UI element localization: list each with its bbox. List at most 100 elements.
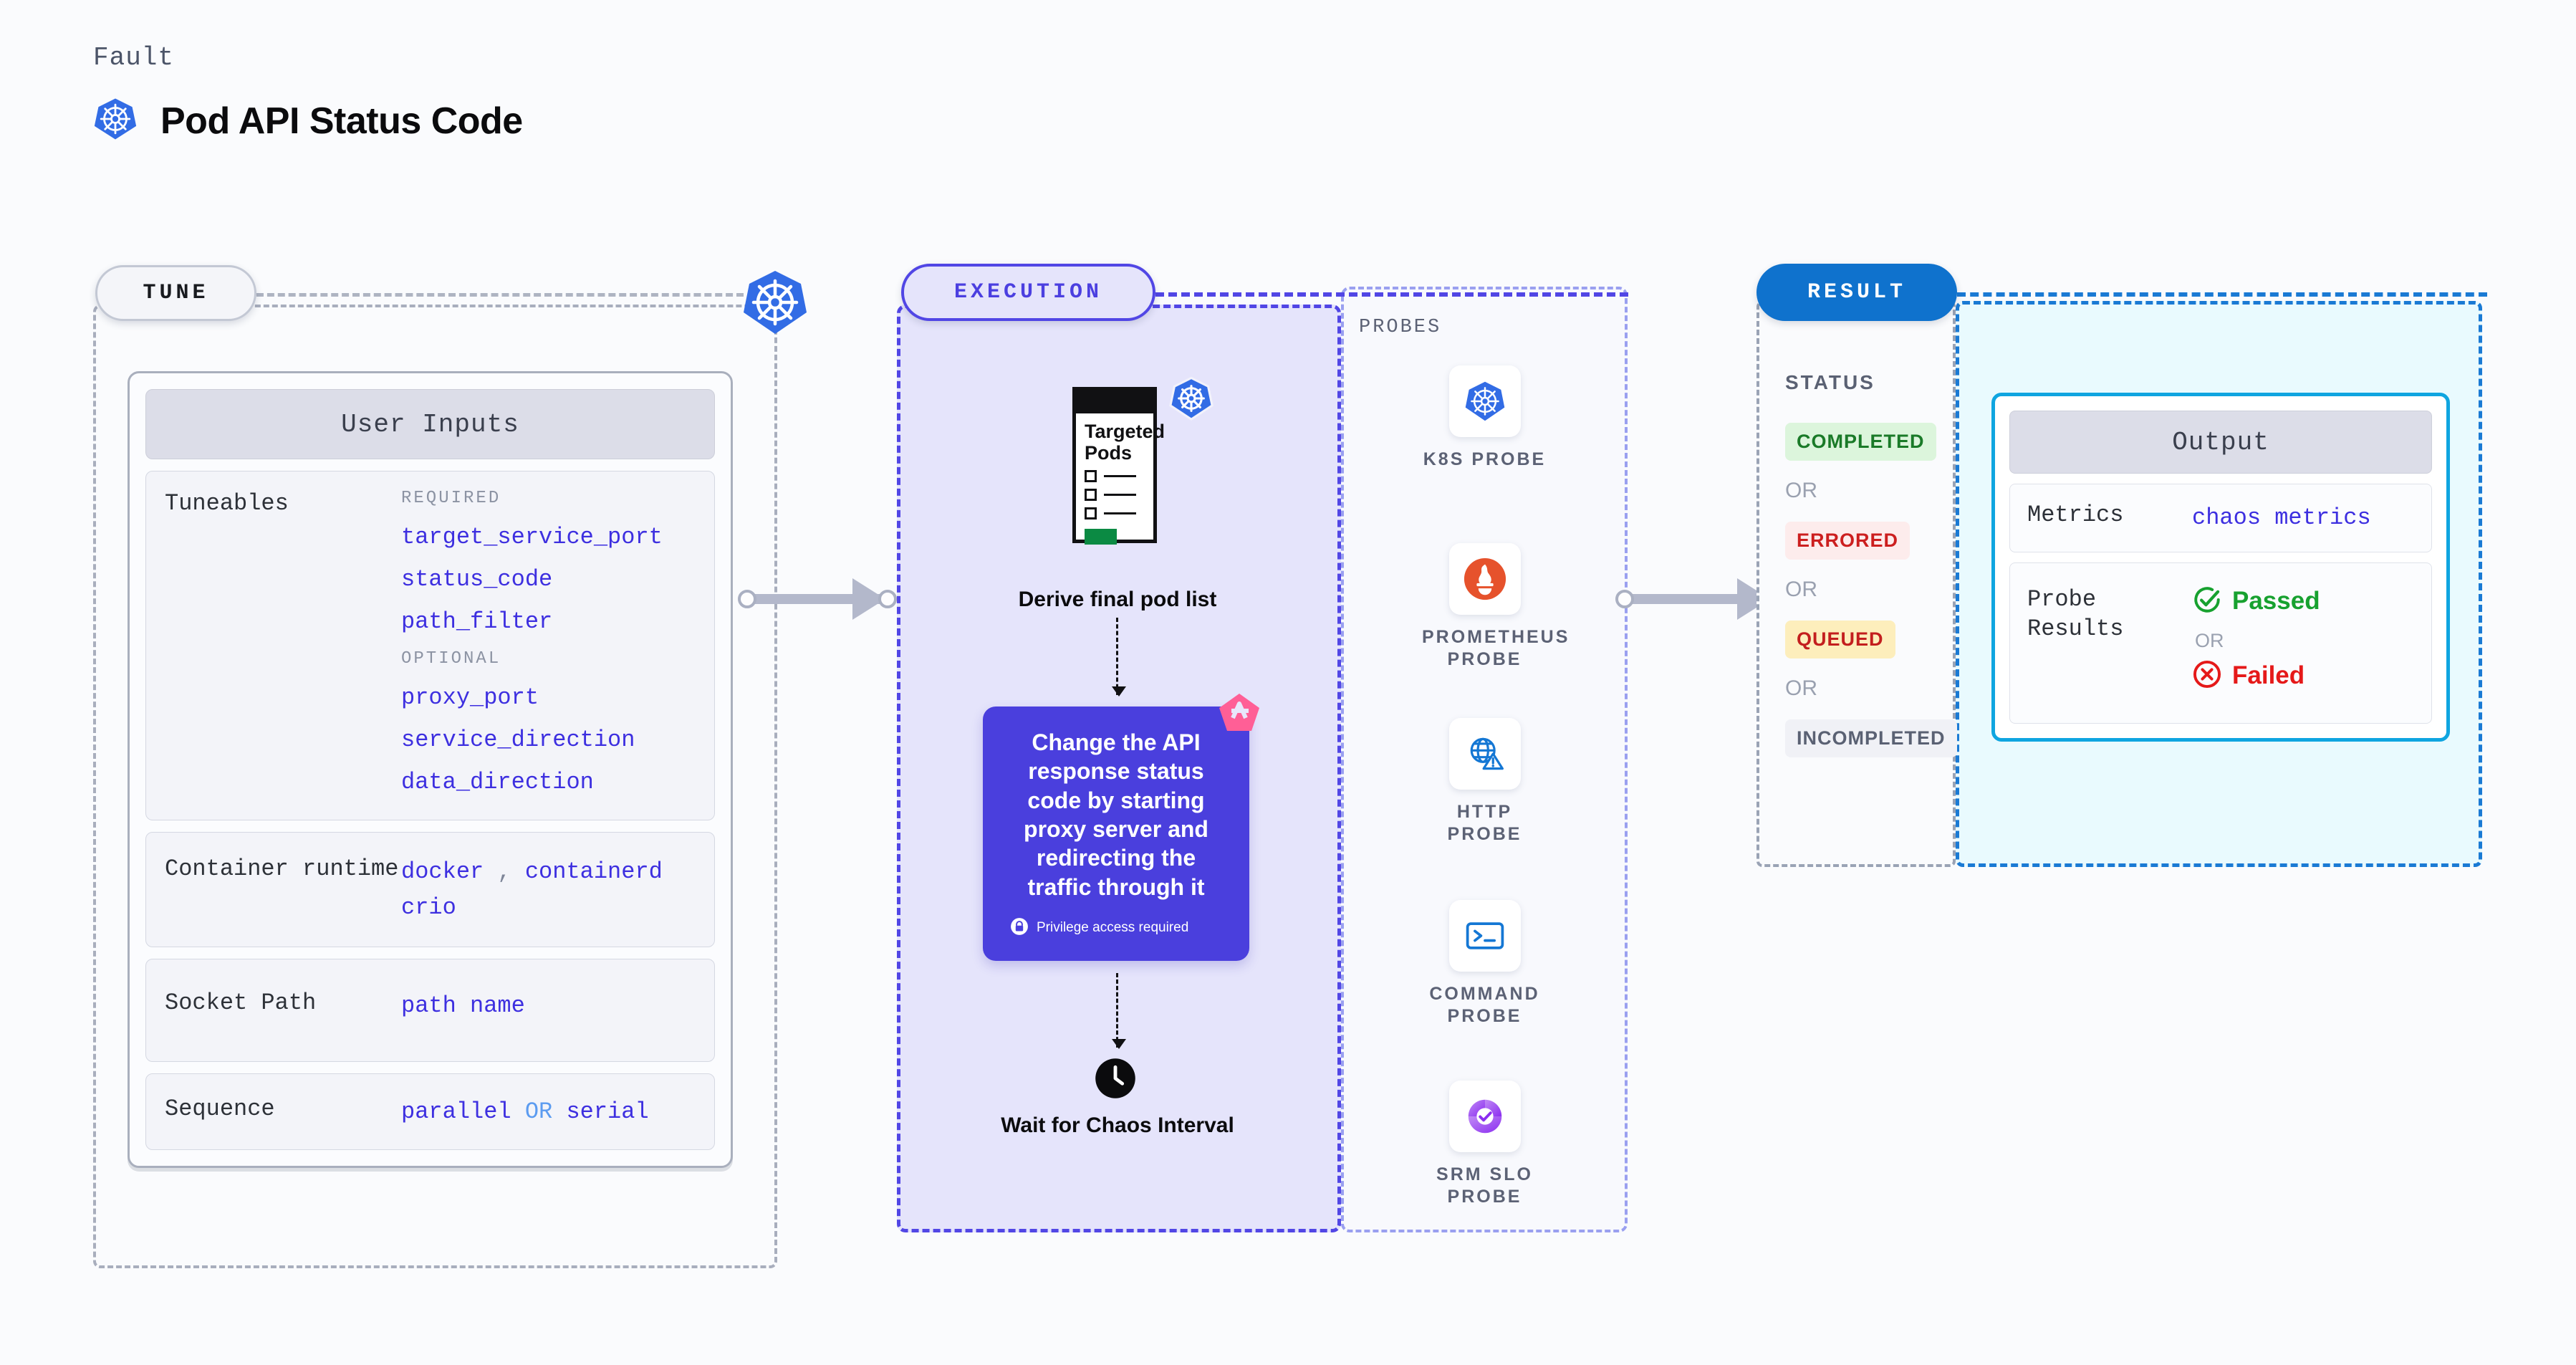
checkbox-icon xyxy=(1085,507,1097,520)
x-circle-icon xyxy=(2192,659,2222,693)
probe-results-label: Probe Results xyxy=(2027,585,2124,643)
pods-list-item xyxy=(1076,470,1153,483)
sequence-parallel[interactable]: parallel xyxy=(401,1098,511,1125)
page-header: Fault Pod API Status Code xyxy=(93,43,523,145)
fault-title-row: Pod API Status Code xyxy=(93,97,523,145)
metrics-value[interactable]: chaos metrics xyxy=(2192,504,2371,531)
fault-eyebrow: Fault xyxy=(93,43,175,72)
tuneables-label: Tuneables xyxy=(165,490,289,517)
tune-panel xyxy=(93,305,777,1268)
pods-list-item xyxy=(1076,507,1153,520)
kubernetes-icon xyxy=(1448,365,1521,437)
srm-slo-icon xyxy=(1448,1081,1521,1152)
tune-badge: TUNE xyxy=(95,265,256,321)
status-or-label: OR xyxy=(1785,676,1817,700)
result-badge: RESULT xyxy=(1756,264,1957,321)
probe-srm-slo[interactable]: SRM SLO PROBE xyxy=(1422,1081,1547,1209)
socket-path-label: Socket Path xyxy=(165,990,317,1017)
page-title: Pod API Status Code xyxy=(160,100,523,142)
optional-tag: OPTIONAL xyxy=(401,649,501,669)
failed-label: Failed xyxy=(2232,661,2305,690)
checkbox-icon xyxy=(1085,470,1097,483)
sequence-row: Sequence parallel OR serial xyxy=(145,1073,715,1151)
probe-label: K8S PROBE xyxy=(1423,449,1547,469)
passed-label: Passed xyxy=(2232,587,2320,616)
container-runtime-row: Container runtime docker , containerd cr… xyxy=(145,832,715,948)
tuneable-path-filter[interactable]: path_filter xyxy=(401,608,553,635)
tuneable-target-service-port[interactable]: target_service_port xyxy=(401,524,663,550)
wait-chaos-interval-label: Wait for Chaos Interval xyxy=(1001,1113,1234,1137)
line-placeholder xyxy=(1104,475,1136,478)
tuneable-status-code[interactable]: status_code xyxy=(401,566,553,593)
probe-label: COMMAND PROBE xyxy=(1429,984,1540,1027)
globe-warning-icon xyxy=(1448,718,1521,790)
targeted-pods-card: Targeted Pods xyxy=(1072,387,1166,545)
tuneable-proxy-port[interactable]: proxy_port xyxy=(401,684,539,711)
sequence-separator: OR xyxy=(524,1098,553,1125)
runtime-separator: , xyxy=(497,858,511,885)
action-description: Change the API response status code by s… xyxy=(1024,729,1208,900)
metrics-label: Metrics xyxy=(2027,502,2124,528)
status-or-label: OR xyxy=(1785,578,1817,601)
kubernetes-icon xyxy=(93,97,138,145)
line-placeholder xyxy=(1104,512,1136,515)
tuneable-service-direction[interactable]: service_direction xyxy=(401,727,635,753)
output-title: Output xyxy=(2009,411,2432,474)
probe-result-passed: Passed xyxy=(2192,585,2320,618)
derive-pod-list-label: Derive final pod list xyxy=(1018,588,1217,611)
socket-path-value[interactable]: path name xyxy=(401,992,525,1020)
sequence-serial[interactable]: serial xyxy=(566,1098,649,1125)
litmus-chaos-icon xyxy=(1217,692,1261,734)
runtime-crio[interactable]: crio xyxy=(401,894,456,921)
result-connector-line xyxy=(1957,292,2487,297)
line-placeholder xyxy=(1104,494,1136,497)
status-badge-incompleted: INCOMPLETED xyxy=(1785,719,1957,757)
tune-connector-line xyxy=(256,293,744,297)
probe-k8s[interactable]: K8S PROBE xyxy=(1422,365,1547,471)
socket-path-row: Socket Path path name xyxy=(145,959,715,1062)
kubernetes-icon xyxy=(739,267,811,338)
probe-label: SRM SLO PROBE xyxy=(1436,1164,1533,1207)
check-circle-icon xyxy=(2192,585,2222,618)
execution-badge: EXECUTION xyxy=(901,264,1155,321)
container-runtime-values: docker , containerd crio xyxy=(401,854,663,925)
output-card: Output Metrics chaos metrics Probe Resul… xyxy=(1991,393,2450,742)
runtime-containerd[interactable]: containerd xyxy=(524,858,663,885)
action-card: Change the API response status code by s… xyxy=(983,707,1249,961)
tuneable-data-direction[interactable]: data_direction xyxy=(401,769,594,795)
probe-result-failed: Failed xyxy=(2192,659,2320,693)
terminal-icon xyxy=(1448,900,1521,972)
privilege-note: Privilege access required xyxy=(1037,920,1189,936)
required-tag: REQUIRED xyxy=(401,489,501,508)
runtime-docker[interactable]: docker xyxy=(401,858,484,885)
status-badge-errored: ERRORED xyxy=(1785,522,1911,560)
sequence-label: Sequence xyxy=(165,1095,275,1122)
connector-tune-to-execution xyxy=(738,577,908,620)
user-inputs-title: User Inputs xyxy=(145,389,715,459)
result-status-panel xyxy=(1756,301,1956,867)
probe-results-values: Passed OR Failed xyxy=(2192,585,2320,693)
probe-label: PROMETHEUS PROBE xyxy=(1422,627,1570,670)
targeted-pods-title: Targeted Pods xyxy=(1085,421,1166,464)
privilege-note-row: Privilege access required xyxy=(1003,917,1229,939)
arrow-down-icon xyxy=(1112,618,1126,696)
metrics-row: Metrics chaos metrics xyxy=(2009,484,2432,552)
execution-connector-line xyxy=(1155,292,1628,297)
user-inputs-card: User Inputs Tuneables REQUIRED target_se… xyxy=(128,371,733,1169)
clock-icon xyxy=(1095,1058,1136,1099)
probe-prometheus[interactable]: PROMETHEUS PROBE xyxy=(1422,543,1570,671)
status-badge-completed: COMPLETED xyxy=(1785,423,1936,461)
checkbox-icon xyxy=(1085,489,1097,502)
probe-command[interactable]: COMMAND PROBE xyxy=(1422,900,1547,1028)
probe-results-row: Probe Results Passed OR xyxy=(2009,562,2432,724)
pods-card-titlebar xyxy=(1076,391,1153,413)
progress-bar xyxy=(1085,529,1117,545)
tuneables-groups: REQUIRED target_service_port status_code… xyxy=(401,489,663,795)
probe-result-or: OR xyxy=(2195,629,2224,651)
probe-http[interactable]: HTTP PROBE xyxy=(1422,718,1547,846)
status-or-label: OR xyxy=(1785,479,1817,502)
probes-title: PROBES xyxy=(1359,317,1442,338)
sequence-values: parallel OR serial xyxy=(401,1094,649,1130)
lock-icon xyxy=(1010,917,1029,939)
container-runtime-label: Container runtime xyxy=(165,856,399,882)
